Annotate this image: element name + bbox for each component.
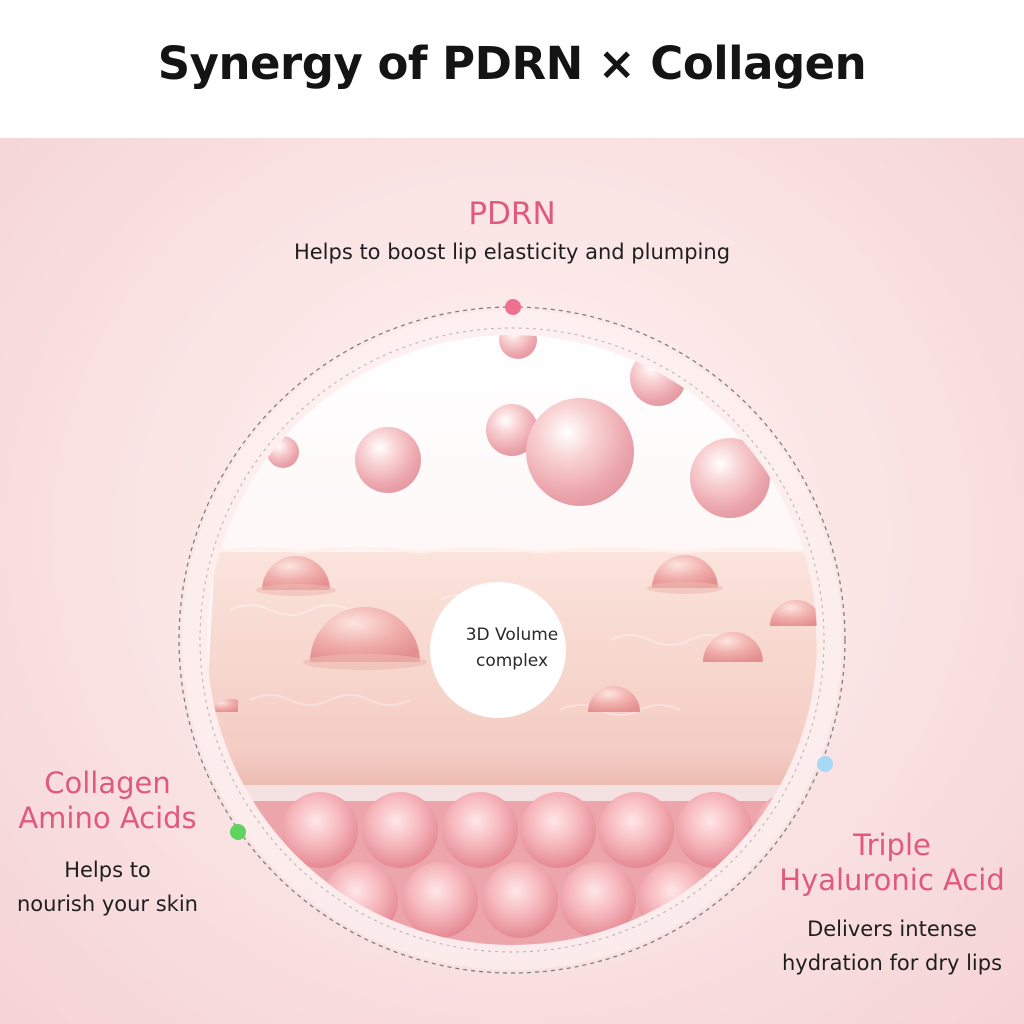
hyaluronic-title-line2: Hyaluronic Acid — [779, 862, 1005, 897]
collagen-title: Collagen Amino Acids — [0, 766, 215, 836]
collagen-marker-dot — [230, 824, 246, 840]
page-title: Synergy of PDRN × Collagen — [157, 36, 867, 90]
header: Synergy of PDRN × Collagen — [0, 0, 1024, 138]
hyaluronic-marker-dot — [817, 756, 833, 772]
illustration-panel: 3D Volume complex PDRN Helps to boost li… — [0, 138, 1024, 1024]
hyaluronic-desc-line2: hydration for dry lips — [781, 950, 1003, 975]
hyaluronic-title-line1: Triple — [853, 828, 931, 862]
pdrn-bubbles — [267, 335, 770, 518]
center-label-line1: 3D Volume — [466, 625, 559, 645]
center-badge — [430, 582, 566, 718]
collagen-description: Helps to nourish your skin — [0, 854, 215, 921]
hyaluronic-title: Triple Hyaluronic Acid — [760, 828, 1024, 898]
inner-orbit-ring — [199, 327, 825, 953]
hyaluronic-desc-line1: Delivers intense — [807, 917, 977, 941]
collagen-title-line1: Collagen — [44, 766, 171, 800]
collagen-title-line2: Amino Acids — [18, 800, 197, 835]
pdrn-marker-dot — [505, 299, 521, 315]
collagen-desc-line2: nourish your skin — [16, 891, 198, 916]
collagen-desc-line1: Helps to — [64, 858, 151, 882]
pdrn-title: PDRN — [468, 196, 556, 232]
hyaluronic-description: Delivers intense hydration for dry lips — [760, 913, 1024, 980]
center-label-line2: complex — [476, 651, 548, 671]
pdrn-description: Helps to boost lip elasticity and plumpi… — [293, 240, 731, 264]
skin-layer-illustration: 3D Volume complex — [178, 299, 846, 974]
